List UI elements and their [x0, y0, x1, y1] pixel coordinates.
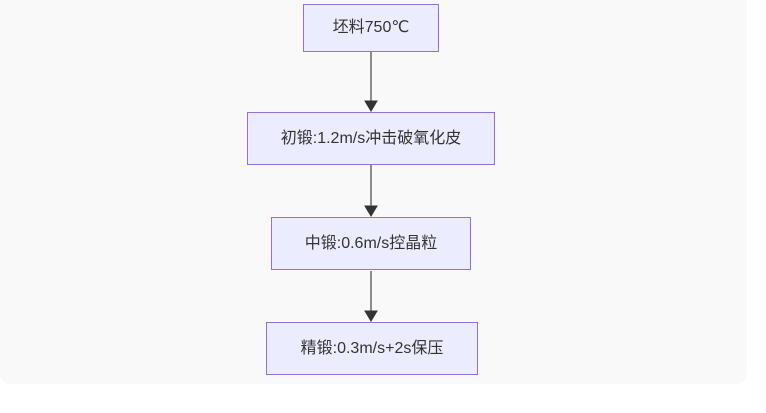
- node-label: 精锻:0.3m/s+2s保压: [300, 339, 444, 357]
- flowchart-canvas: 坯料750℃ 初锻:1.2m/s冲击破氧化皮 中锻:0.6m/s控晶粒 精锻:0…: [247, 4, 495, 375]
- node-label: 初锻:1.2m/s冲击破氧化皮: [280, 129, 462, 147]
- edge-arrow-step3-step4: [364, 271, 378, 322]
- flowchart-node-middle-forging: 中锻:0.6m/s控晶粒: [271, 217, 471, 270]
- flowchart-node-finish-forging: 精锻:0.3m/s+2s保压: [266, 322, 478, 375]
- node-label: 坯料750℃: [332, 19, 410, 36]
- flowchart-node-initial-forging: 初锻:1.2m/s冲击破氧化皮: [247, 112, 495, 165]
- node-label: 中锻:0.6m/s控晶粒: [304, 234, 438, 252]
- edge-arrow-step2-step3: [364, 165, 378, 217]
- flowchart-node-billet: 坯料750℃: [303, 4, 439, 52]
- edge-arrow-step1-step2: [364, 52, 378, 112]
